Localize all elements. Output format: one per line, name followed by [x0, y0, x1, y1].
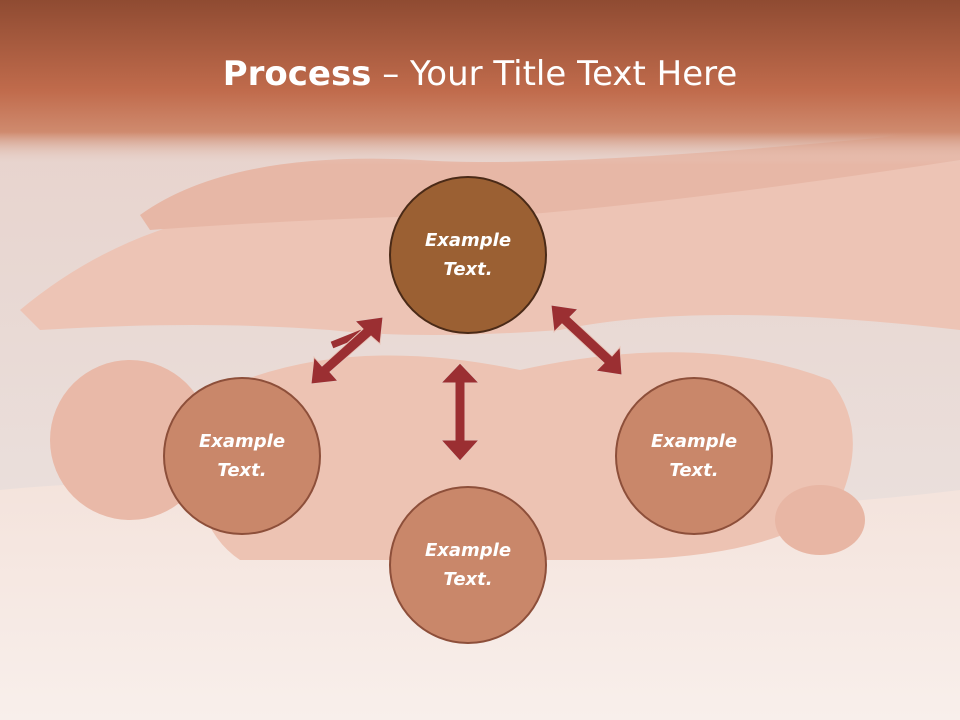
title-bold: Process — [222, 54, 372, 94]
node-top-line2: Text. — [443, 259, 493, 280]
node-top-line1: Example — [424, 230, 512, 251]
node-right-line1: Example — [650, 431, 738, 452]
node-right: Example Text. — [615, 377, 773, 535]
node-bottom-line1: Example — [424, 540, 512, 561]
node-right-line2: Text. — [669, 460, 719, 481]
node-bottom: Example Text. — [389, 486, 547, 644]
node-left-line1: Example — [198, 431, 286, 452]
page-title: Process – Your Title Text Here — [0, 52, 960, 96]
node-left: Example Text. — [163, 377, 321, 535]
node-top: Example Text. — [389, 176, 547, 334]
arrow-top-left-shape — [310, 316, 384, 385]
arrow-top-right-shape — [550, 304, 623, 376]
title-rest: – Your Title Text Here — [371, 54, 738, 94]
node-bottom-line2: Text. — [443, 569, 493, 590]
node-left-line2: Text. — [217, 460, 267, 481]
arrow-vertical-shape — [439, 362, 481, 462]
